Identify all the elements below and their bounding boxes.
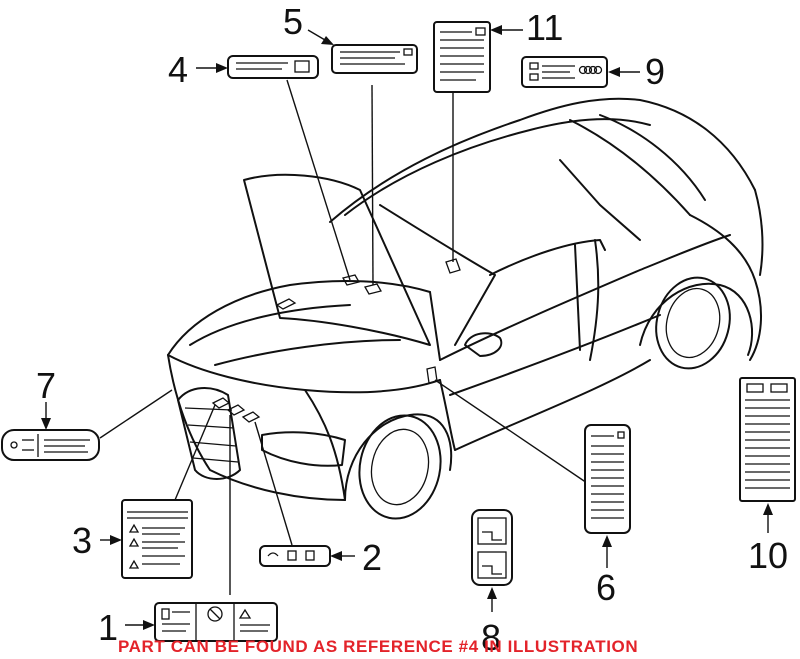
callout-arrows: [41, 25, 773, 630]
label-part-2[interactable]: [259, 545, 331, 567]
callout-2: 2: [362, 537, 382, 578]
label-part-6[interactable]: [584, 424, 631, 534]
arrow-6: [602, 535, 612, 547]
arrow-3: [110, 535, 122, 545]
callout-numbers: 4 5 11 9 7 3 2 1 8 6 10: [36, 1, 788, 658]
callout-8: 8: [481, 617, 501, 658]
arrow-5: [321, 36, 334, 45]
arrow-2: [330, 551, 342, 561]
arrow-9: [608, 67, 620, 77]
leader-lines: [99, 79, 591, 595]
arrow-1: [143, 620, 155, 630]
callout-9: 9: [645, 51, 665, 92]
label-part-8[interactable]: [471, 509, 513, 586]
callout-11: 11: [526, 7, 563, 48]
car-illustration: [167, 97, 764, 520]
label-part-7[interactable]: [1, 429, 100, 461]
label-part-10[interactable]: [739, 377, 796, 502]
arrow-7: [41, 418, 51, 430]
label-part-9[interactable]: [521, 56, 608, 88]
arrow-4: [216, 63, 228, 73]
label-part-11[interactable]: [433, 21, 491, 93]
label-part-4[interactable]: [227, 55, 319, 79]
callout-7: 7: [36, 365, 56, 406]
label-part-5[interactable]: [331, 44, 418, 74]
callout-1: 1: [98, 607, 118, 648]
callout-6: 6: [596, 567, 616, 608]
arrow-8: [487, 587, 497, 599]
arrow-11: [490, 25, 502, 35]
callout-4: 4: [168, 49, 188, 90]
label-part-3[interactable]: [121, 499, 193, 579]
label-part-1[interactable]: [154, 602, 278, 642]
callout-5: 5: [283, 1, 303, 42]
callout-10: 10: [748, 535, 788, 576]
callout-3: 3: [72, 520, 92, 561]
arrow-10: [763, 503, 773, 515]
reference-banner: PART CAN BE FOUND AS REFERENCE #4 IN ILL…: [118, 637, 638, 656]
